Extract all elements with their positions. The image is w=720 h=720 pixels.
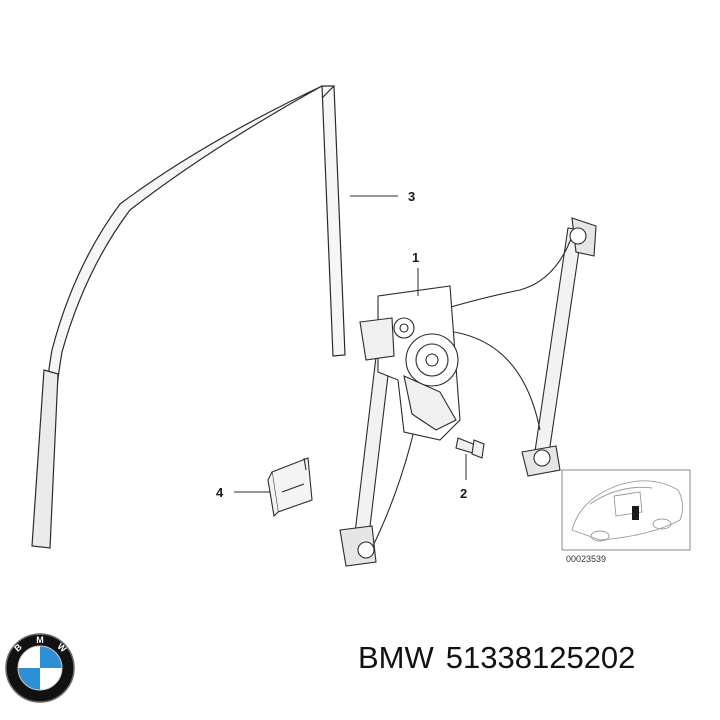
part-1-window-regulator <box>339 217 597 567</box>
callout-2: 2 <box>460 486 467 501</box>
part-number: 51338125202 <box>445 640 636 675</box>
part-2-bolt <box>455 437 485 459</box>
logo-letter-b: B <box>12 641 24 653</box>
part-caption: BMW 51338125202 <box>358 636 708 680</box>
thumbnail-code: 00023539 <box>566 554 606 564</box>
callout-4: 4 <box>216 485 224 500</box>
logo-letter-m: M <box>36 635 44 645</box>
vehicle-thumbnail <box>561 469 691 551</box>
callout-leaders <box>234 195 467 493</box>
callout-3: 3 <box>408 189 415 204</box>
part-4-clip <box>267 457 313 518</box>
part-3-window-guide-rail <box>31 85 346 549</box>
brand-name: BMW <box>358 640 434 675</box>
bmw-logo: B M W <box>5 633 75 703</box>
callout-1: 1 <box>412 250 419 265</box>
